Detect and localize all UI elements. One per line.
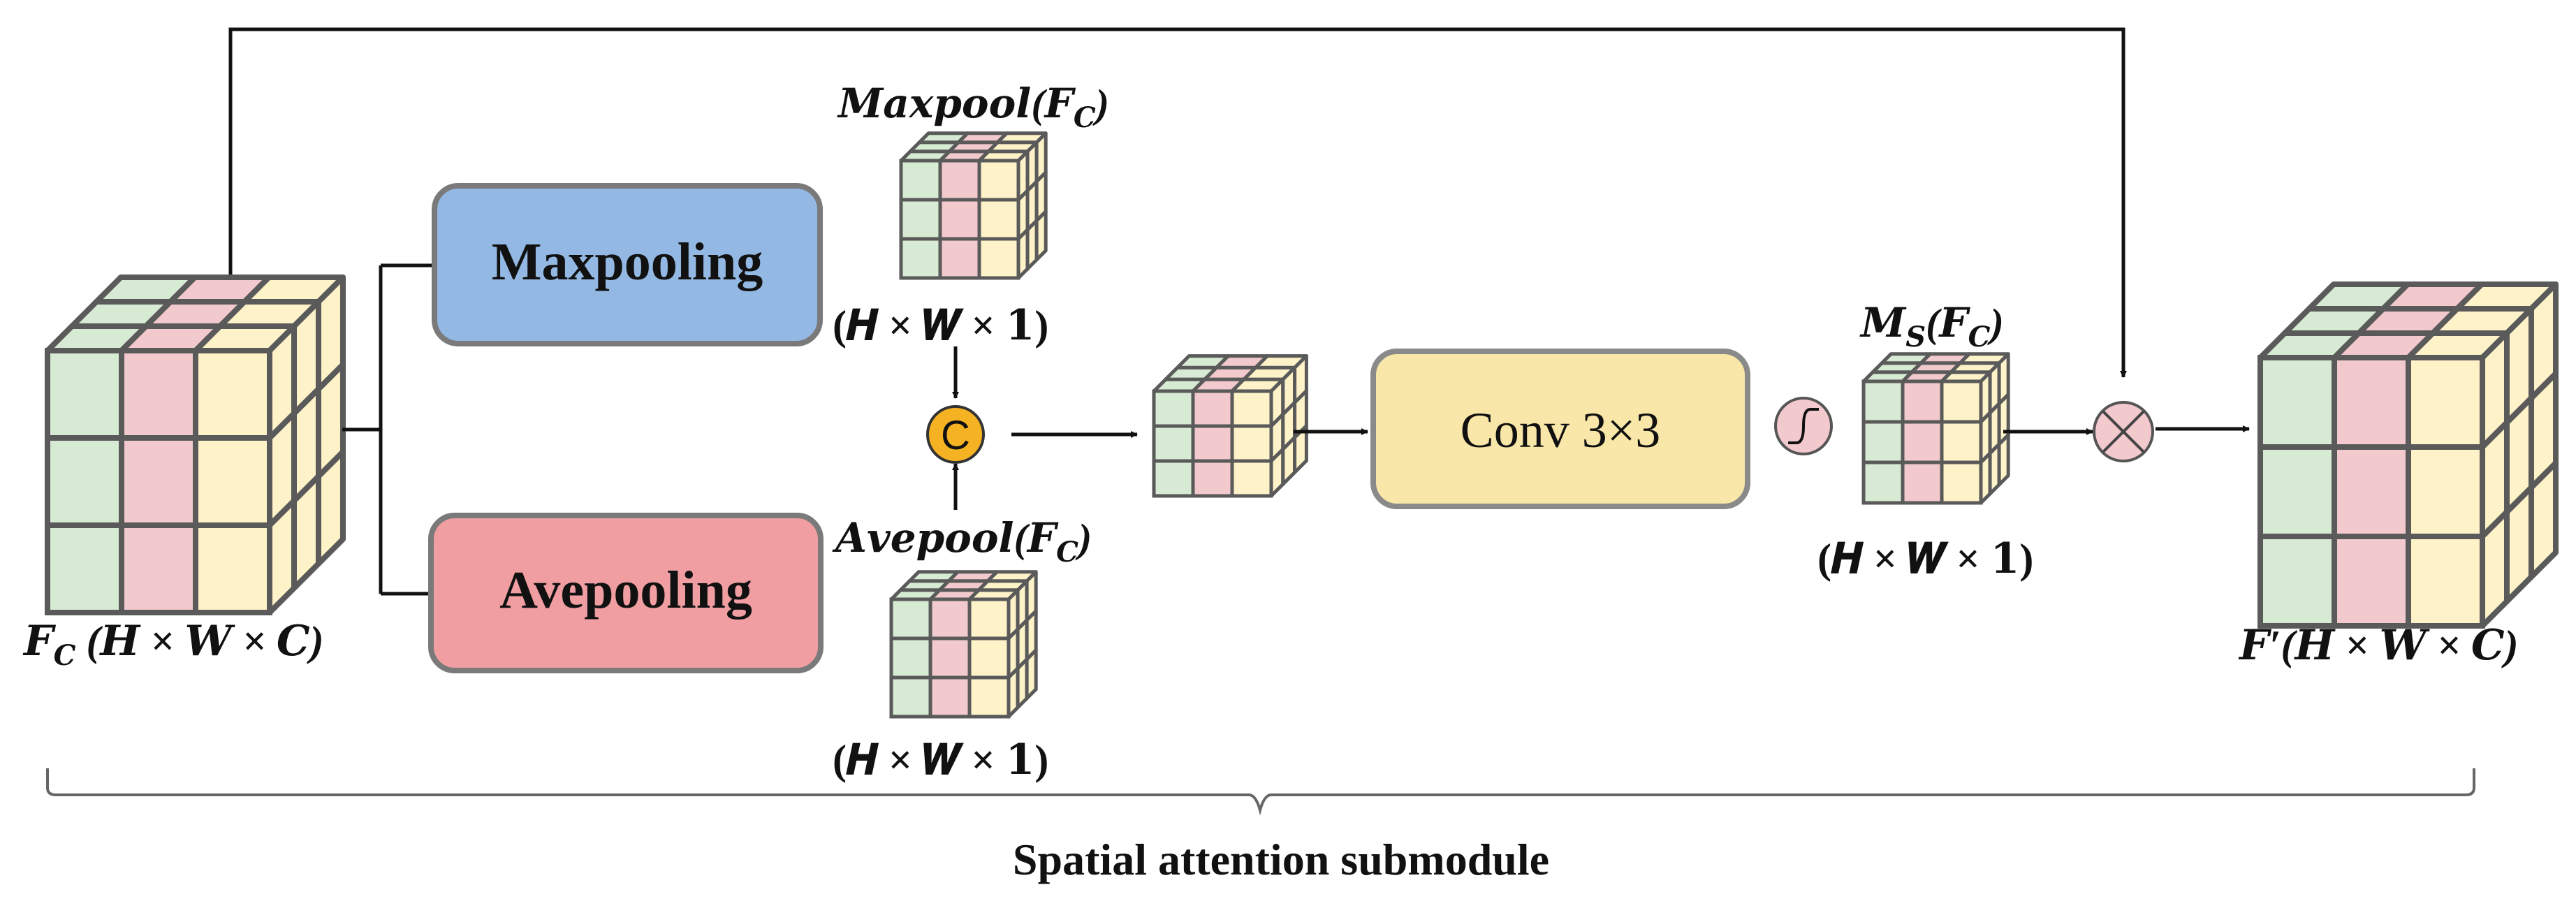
- cube-front-cell: [967, 675, 1011, 719]
- cube-front-cell: [889, 675, 932, 719]
- cube-front-cell: [1861, 420, 1905, 464]
- cube-front-cell: [1191, 459, 1234, 498]
- maxpool-output-cube: [899, 131, 1048, 280]
- maxpooling-label: Maxpooling: [492, 233, 763, 291]
- cube-front-cell: [2332, 444, 2411, 539]
- conv-label: Conv 3×3: [1461, 402, 1661, 458]
- cube-front-cell: [899, 237, 942, 280]
- cube-side-cell: [1034, 210, 1048, 262]
- cube-front-cell: [977, 237, 1020, 280]
- cube-front-cell: [967, 597, 1011, 640]
- cube-front-cell: [2406, 355, 2485, 450]
- cube-front-cell: [2406, 444, 2485, 539]
- cube-front-cell: [1940, 420, 1983, 464]
- cube-side-cell: [1025, 648, 1038, 701]
- output-label: 𝑭′(𝑯 × 𝑾 × 𝑪): [2238, 622, 2519, 668]
- conv-box: [1370, 349, 1750, 509]
- cube-front-cell: [977, 198, 1020, 241]
- attention-map-cube: [1861, 352, 2010, 505]
- cube-front-cell: [899, 198, 942, 241]
- avepool-dimension: (𝑯 × 𝑾 × 𝟏): [833, 737, 1048, 783]
- cube-side-cell: [2480, 509, 2510, 629]
- cube-front-cell: [2406, 534, 2485, 629]
- cube-side-cell: [316, 449, 346, 566]
- cube-front-cell: [1901, 460, 1944, 505]
- cube-front-cell: [1152, 389, 1195, 428]
- avepooling-box: [428, 513, 824, 673]
- cube-front-cell: [1230, 424, 1273, 463]
- cube-front-cell: [928, 597, 972, 640]
- cube-front-cell: [899, 159, 942, 202]
- cube-front-cell: [938, 159, 981, 202]
- cube-side-cell: [1293, 424, 1308, 474]
- cube-front-cell: [45, 522, 124, 615]
- sigmoid-icon: [1788, 408, 1819, 444]
- cube-front-cell: [967, 636, 1011, 680]
- cube-front-cell: [889, 636, 932, 680]
- avepool-title: 𝑨𝒗𝒆𝒑𝒐𝒐𝒍(𝑭𝑪): [832, 515, 1092, 568]
- cube-front-cell: [938, 198, 981, 241]
- cube-front-cell: [193, 522, 272, 615]
- cube-front-cell: [119, 435, 198, 528]
- cube-front-cell: [1152, 424, 1195, 463]
- cube-side-cell: [1997, 433, 2010, 487]
- cube-front-cell: [1861, 460, 1905, 505]
- output-feature-cube: [2257, 281, 2559, 629]
- attention-map-dimension: (𝑯 × 𝑾 × 𝟏): [1817, 536, 2033, 582]
- maxpool-dimension: (𝑯 × 𝑾 × 𝟏): [833, 302, 1048, 349]
- attention-map-title: 𝑴𝑺(𝑭𝑪): [1859, 300, 2004, 353]
- cube-front-cell: [1230, 459, 1273, 498]
- cube-front-cell: [193, 435, 272, 528]
- cube-front-cell: [889, 597, 932, 640]
- cube-front-cell: [1940, 460, 1983, 505]
- concat-circle: [926, 405, 985, 464]
- cube-front-cell: [928, 636, 972, 680]
- cube-front-cell: [2257, 444, 2337, 539]
- cube-front-cell: [938, 237, 981, 280]
- cube-side-cell: [2504, 485, 2534, 604]
- cube-front-cell: [1230, 389, 1273, 428]
- cube-front-cell: [1152, 459, 1195, 498]
- cube-front-cell: [1901, 379, 1944, 424]
- caption: Spatial attention submodule: [1013, 835, 1549, 884]
- cube-front-cell: [45, 435, 124, 528]
- input-label: 𝑭𝑪 (𝑯 × 𝑾 × 𝑪): [22, 618, 324, 671]
- cube-side-cell: [2529, 460, 2559, 580]
- bottom-brace: [46, 768, 2475, 816]
- cube-front-cell: [45, 348, 124, 441]
- cube-front-cell: [928, 675, 972, 719]
- cube-front-cell: [2332, 534, 2411, 629]
- concatenated-feature-cube: [1152, 354, 1308, 498]
- maxpooling-box: [432, 183, 823, 346]
- avepool-output-cube: [889, 570, 1038, 719]
- concat-symbol: C: [941, 413, 970, 458]
- cube-front-cell: [2332, 355, 2411, 450]
- cube-front-cell: [119, 522, 198, 615]
- cube-front-cell: [1940, 379, 1983, 424]
- cube-front-cell: [193, 348, 272, 441]
- avepooling-label: Avepooling: [499, 561, 752, 620]
- cube-front-cell: [1861, 379, 1905, 424]
- cube-front-cell: [1191, 389, 1234, 428]
- cube-front-cell: [1191, 424, 1234, 463]
- cube-front-cell: [2257, 355, 2337, 450]
- cube-front-cell: [977, 159, 1020, 202]
- maxpool-title: 𝑴𝒂𝒙𝒑𝒐𝒐𝒍(𝑭𝑪): [837, 81, 1109, 133]
- input-feature-cube: [45, 274, 346, 615]
- cube-front-cell: [119, 348, 198, 441]
- multiply-icon-b: [2102, 410, 2145, 453]
- cube-front-cell: [2257, 534, 2337, 629]
- skip-connection-line: [228, 27, 2127, 378]
- cube-front-cell: [1901, 420, 1944, 464]
